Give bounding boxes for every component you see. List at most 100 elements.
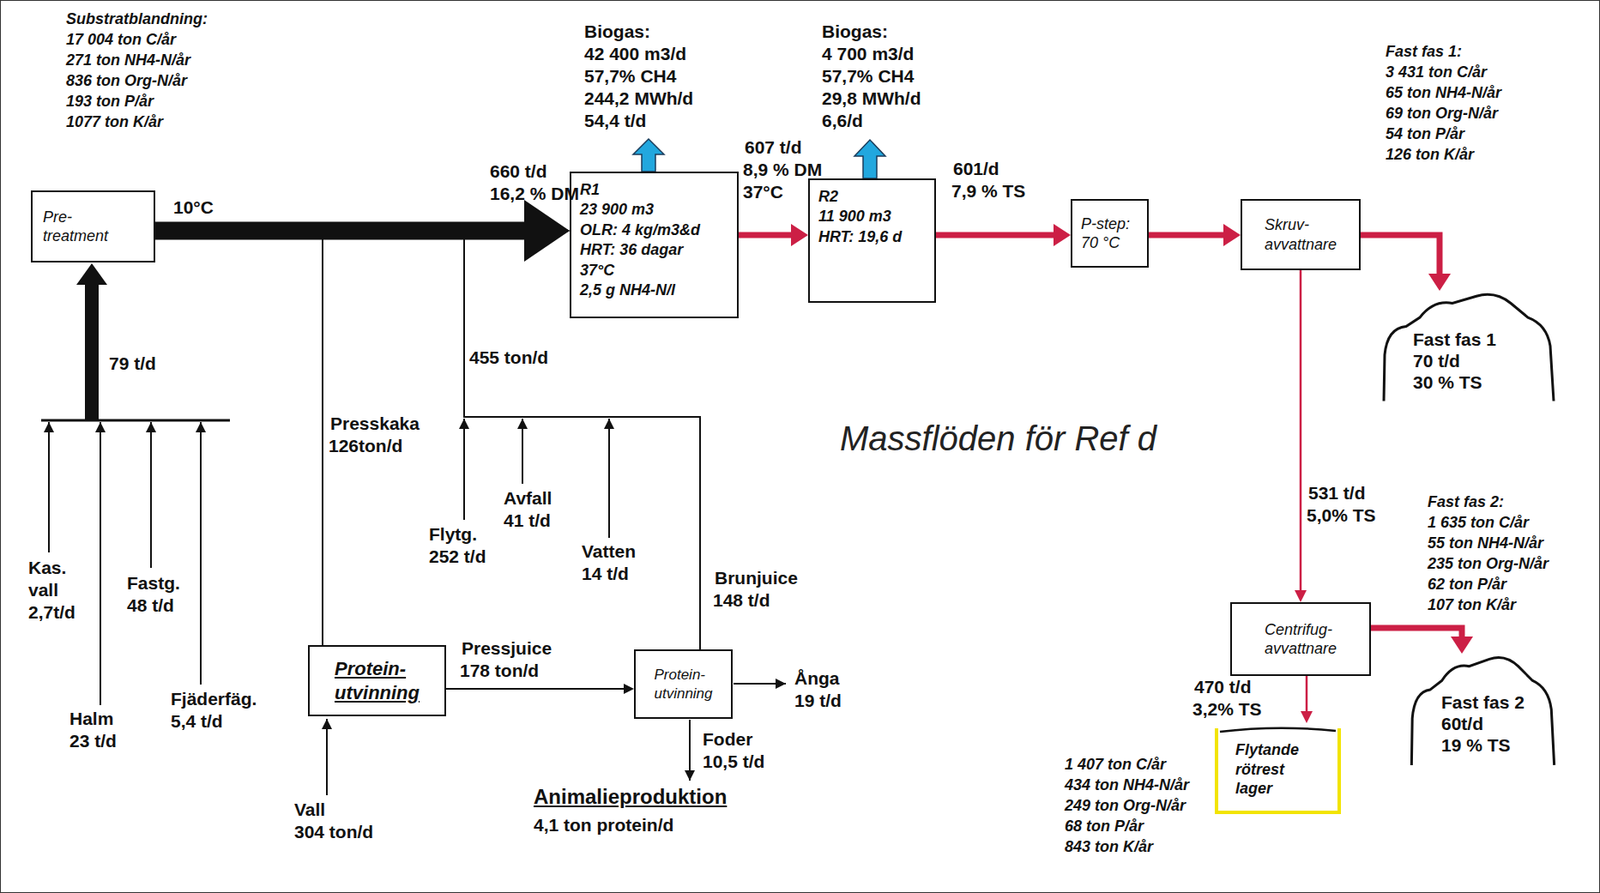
node-text: R1 [579,180,729,200]
arrow-head [1223,223,1241,247]
flow-label: 3 431 ton C/år [1385,63,1487,83]
arrow-head [559,225,570,236]
process-box: Protein- utvinning [307,645,447,717]
flow-label: 65 ton NH4-N/år [1385,84,1502,103]
node-text: Fast fas 2 [1441,691,1540,713]
output-arrow [733,682,786,685]
connector-line [935,232,1055,239]
edge-label: 607 t/d [742,137,804,158]
input-arrow [99,422,102,706]
flow-label: 244,2 MWh/d [584,88,694,109]
flow-label: Avfall [503,488,552,509]
flow-label: 17 004 ton C/år [66,30,176,50]
flow-label: Fast fas 2: [1427,493,1504,513]
edge-label: 601/d [951,158,1002,180]
flow-label: 68 ton P/år [1064,817,1144,837]
node-text: 37°C [579,260,729,281]
flow-label: 271 ton NH4-N/år [66,51,191,71]
flow-label: 23 t/d [69,730,117,752]
input-arrow [150,422,152,568]
node-text: Pre- treatment [42,207,109,247]
flow-label: 16,2 % DM [489,183,580,205]
flow-label: Foder [702,729,753,750]
node-text: Centrifug- avvattnare [1264,620,1337,659]
flow-label: 249 ton Org-N/år [1064,796,1186,816]
output-arrow [688,719,691,781]
flow-label: 55 ton NH4-N/år [1427,534,1544,554]
flow-label: 41 t/d [503,510,551,532]
arrow-head [790,223,809,247]
flow-label: 19 t/d [794,690,842,712]
node-text: R2 [818,187,926,207]
flow-connector [322,225,570,646]
node-text: 30 % TS [1412,371,1540,393]
flow-label: 8,9 % DM [742,159,822,181]
flow-label: 37°C [742,181,784,203]
node-text: 70 t/d [1412,350,1540,372]
diagram-title: Massflöden för Ref d [839,418,1157,459]
process-box: Skruv- avvattnare [1240,199,1361,271]
solid-pile: Fast fas 260t/d19 % TS [1408,653,1558,767]
flow-label: 79 t/d [108,353,157,375]
biogas-arrow [633,138,665,172]
flow-label: 178 ton/d [459,660,539,682]
flow-label: Vall [294,799,326,821]
connector-line [1360,235,1440,275]
feed-arrow-head [76,263,108,285]
node-text: HRT: 19,6 d [818,227,926,248]
node-text: 2,5 g NH4-N/l [579,280,729,301]
flow-label: 14 t/d [581,563,629,585]
node-text: P-step: [1080,214,1139,235]
arrow-head [1294,590,1307,603]
process-box: Protein- utvinning [633,649,733,719]
connector-line [1370,627,1462,638]
flow-label: 2,7t/d [28,602,76,623]
edge-label: Presskaka [328,413,422,435]
flow-label: 6,6/d [821,110,864,132]
flow-label: 1 635 ton C/år [1427,513,1529,533]
connector-line [1299,270,1303,592]
arrow-head [559,225,570,236]
flow-label: 193 ton P/år [66,92,154,112]
flow-label: Kas. [28,557,67,579]
biogas-arrow [854,139,886,179]
flow-label: 148 t/d [712,590,771,611]
flow-label: 48 t/d [126,595,175,616]
reactor-box: R123 900 m3OLR: 4 kg/m3&dHRT: 36 dagar37… [569,171,739,319]
flow-label: 126ton/d [328,435,403,457]
flow-label: 10,5 t/d [702,751,765,773]
flow-label: Halm [69,708,114,730]
flow-label: 304 ton/d [294,821,374,843]
flow-label: 69 ton Org-N/år [1385,104,1498,124]
flow-label: 252 t/d [428,546,487,568]
feed-arrow-shaft [84,283,99,421]
arrow-head [1300,711,1313,724]
process-box: Centrifug- avvattnare [1230,602,1371,677]
node-text: 11 900 m3 [818,206,926,227]
node-text: Skruv- avvattnare [1264,215,1337,254]
node-text: Protein- utvinning [334,657,420,705]
connector-line [738,232,792,239]
pile-shape [1383,294,1554,401]
process-box: Pre- treatment [30,190,156,263]
input-arrow [521,418,524,484]
flow-connector [1300,676,1313,724]
flow-label: 126 ton K/år [1385,145,1474,165]
pile-shape [1411,657,1554,766]
flow-label: Ånga [794,668,840,689]
input-arrow [326,718,328,796]
flow-label: Biogas: [821,21,888,43]
input-arrow [48,422,50,553]
flow-label: 4 700 m3/d [821,43,914,65]
arrow-head [623,683,634,695]
flow-connector [1294,270,1307,603]
flow-connector [1370,627,1474,654]
flow-label: Animalieproduktion [533,784,727,810]
edge-label: 470 t/d [1192,676,1254,698]
flow-connector [446,683,634,695]
node-text: Fast fas 1 [1412,328,1540,351]
connector-line [322,230,561,646]
arrow-head [1450,636,1474,654]
flow-label: 54,4 t/d [584,110,647,132]
